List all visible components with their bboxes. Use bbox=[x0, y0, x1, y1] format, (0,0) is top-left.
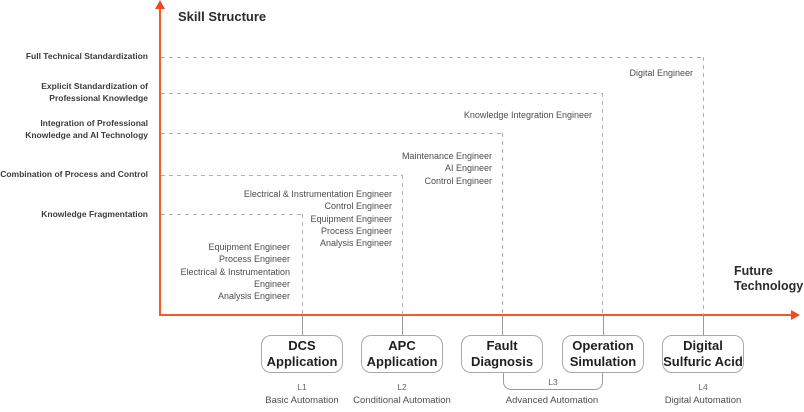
level-line-knowledge-fragmentation bbox=[161, 214, 302, 215]
stage-box-dcs-application: DCS Application bbox=[261, 335, 343, 373]
engineer-list-digital: Digital Engineer bbox=[629, 67, 693, 79]
connector-dcs bbox=[302, 316, 303, 335]
engineer-item: Equipment Engineer bbox=[208, 242, 290, 252]
engineer-item: Knowledge Integration Engineer bbox=[463, 110, 592, 120]
skill-level-label-explicit-standardization: Explicit Standardization of Professional… bbox=[41, 81, 148, 103]
stage-box-apc-application: APC Application bbox=[361, 335, 443, 373]
level-label-l2: L2 bbox=[397, 382, 407, 392]
category-label-basic-automation: Basic Automation bbox=[265, 395, 339, 406]
category-label-conditional-automation: Conditional Automation bbox=[353, 395, 451, 406]
y-axis-title: Skill Structure bbox=[178, 9, 267, 24]
category-label-advanced-automation: Advanced Automation bbox=[505, 395, 599, 406]
step-line-l1 bbox=[302, 214, 303, 315]
category-label-digital-automation: Digital Automation bbox=[664, 395, 742, 406]
l3-bracket bbox=[503, 373, 603, 390]
engineer-list-l2: Electrical & Instrumentation Engineer Co… bbox=[244, 188, 392, 249]
engineer-item: Control Engineer bbox=[424, 175, 492, 186]
engineer-item: Process Engineer bbox=[218, 254, 290, 265]
y-axis-arrowhead-icon bbox=[155, 0, 165, 9]
level-label-l3: L3 bbox=[548, 377, 558, 387]
x-axis-title-line2: Technology bbox=[734, 279, 804, 293]
engineer-list-l1: Equipment Engineer Process Engineer Elec… bbox=[180, 241, 290, 302]
x-axis-line bbox=[159, 314, 793, 316]
engineer-item: Process Engineer bbox=[320, 225, 392, 236]
step-line-l4 bbox=[703, 57, 704, 315]
engineer-item: Maintenance Engineer bbox=[401, 151, 492, 161]
skill-level-label-knowledge-ai-integration: Integration of Professional Knowledge an… bbox=[25, 118, 148, 140]
skill-level-label-full-technical-standardization: Full Technical Standardization bbox=[25, 51, 148, 61]
skill-level-label-knowledge-fragmentation: Knowledge Fragmentation bbox=[41, 209, 148, 219]
connector-apc bbox=[402, 316, 403, 335]
step-line-l3b bbox=[602, 93, 603, 315]
engineer-item: Control Engineer bbox=[324, 201, 392, 212]
level-line-full-technical-standardization bbox=[161, 57, 703, 58]
engineer-item: Engineer bbox=[253, 278, 290, 289]
y-axis-line bbox=[159, 7, 161, 316]
level-label-l1: L1 bbox=[297, 382, 307, 392]
engineer-item: Analysis Engineer bbox=[217, 291, 290, 302]
level-line-knowledge-ai-integration bbox=[161, 133, 502, 134]
level-line-process-control-combination bbox=[161, 175, 402, 176]
engineer-item: Analysis Engineer bbox=[319, 238, 392, 249]
skill-level-label-process-control-combination: Combination of Process and Control bbox=[0, 169, 148, 179]
engineer-item: Electrical & Instrumentation Engineer bbox=[243, 189, 392, 199]
x-axis-arrowhead-icon bbox=[791, 310, 800, 320]
level-line-explicit-standardization bbox=[161, 93, 602, 94]
engineer-item: Electrical & Instrumentation bbox=[180, 266, 290, 277]
engineer-list-l3: Maintenance Engineer AI Engineer Control… bbox=[402, 150, 492, 187]
engineer-item: Equipment Engineer bbox=[310, 213, 392, 224]
x-axis-title-line1: Future bbox=[734, 264, 773, 278]
step-line-l2 bbox=[402, 175, 403, 315]
engineer-list-knowledge-integration: Knowledge Integration Engineer bbox=[464, 109, 592, 121]
step-line-l3a bbox=[502, 133, 503, 315]
stage-box-fault-diagnosis: Fault Diagnosis bbox=[461, 335, 543, 373]
engineer-item: AI Engineer bbox=[444, 163, 492, 174]
stage-box-operation-simulation: Operation Simulation bbox=[562, 335, 644, 373]
stage-box-digital-sulfuric-acid: Digital Sulfuric Acid bbox=[662, 335, 744, 373]
connector-fault bbox=[502, 316, 503, 335]
engineer-item: Digital Engineer bbox=[629, 68, 693, 78]
x-axis-title: Future Technology bbox=[734, 264, 803, 294]
connector-digital bbox=[703, 316, 704, 335]
connector-operation bbox=[603, 316, 604, 335]
level-label-l4: L4 bbox=[698, 382, 708, 392]
